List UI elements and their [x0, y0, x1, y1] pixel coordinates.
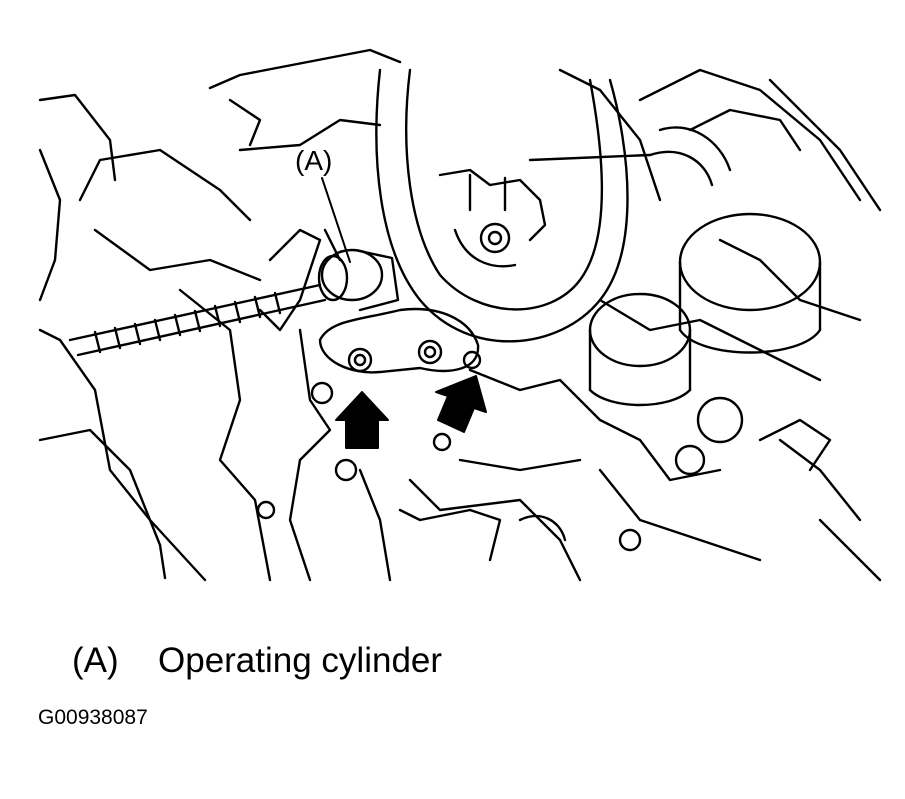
callout-label-a: (A)	[295, 145, 333, 176]
lower-details	[256, 381, 642, 562]
engine-block-outline	[38, 48, 882, 582]
operating-cylinder	[317, 228, 482, 374]
sensor-clip	[438, 153, 652, 268]
legend-text: Operating cylinder	[158, 641, 443, 680]
hose-loop	[375, 68, 629, 343]
bolt-arrow-right	[435, 375, 487, 433]
callout-leader	[321, 177, 351, 263]
bolt-arrow-left	[335, 391, 389, 449]
threaded-cable	[68, 228, 327, 357]
right-components	[588, 126, 832, 476]
legend-key: (A)	[72, 641, 119, 680]
figure-id: G00938087	[38, 706, 148, 729]
engine-bay-illustration	[38, 48, 882, 582]
